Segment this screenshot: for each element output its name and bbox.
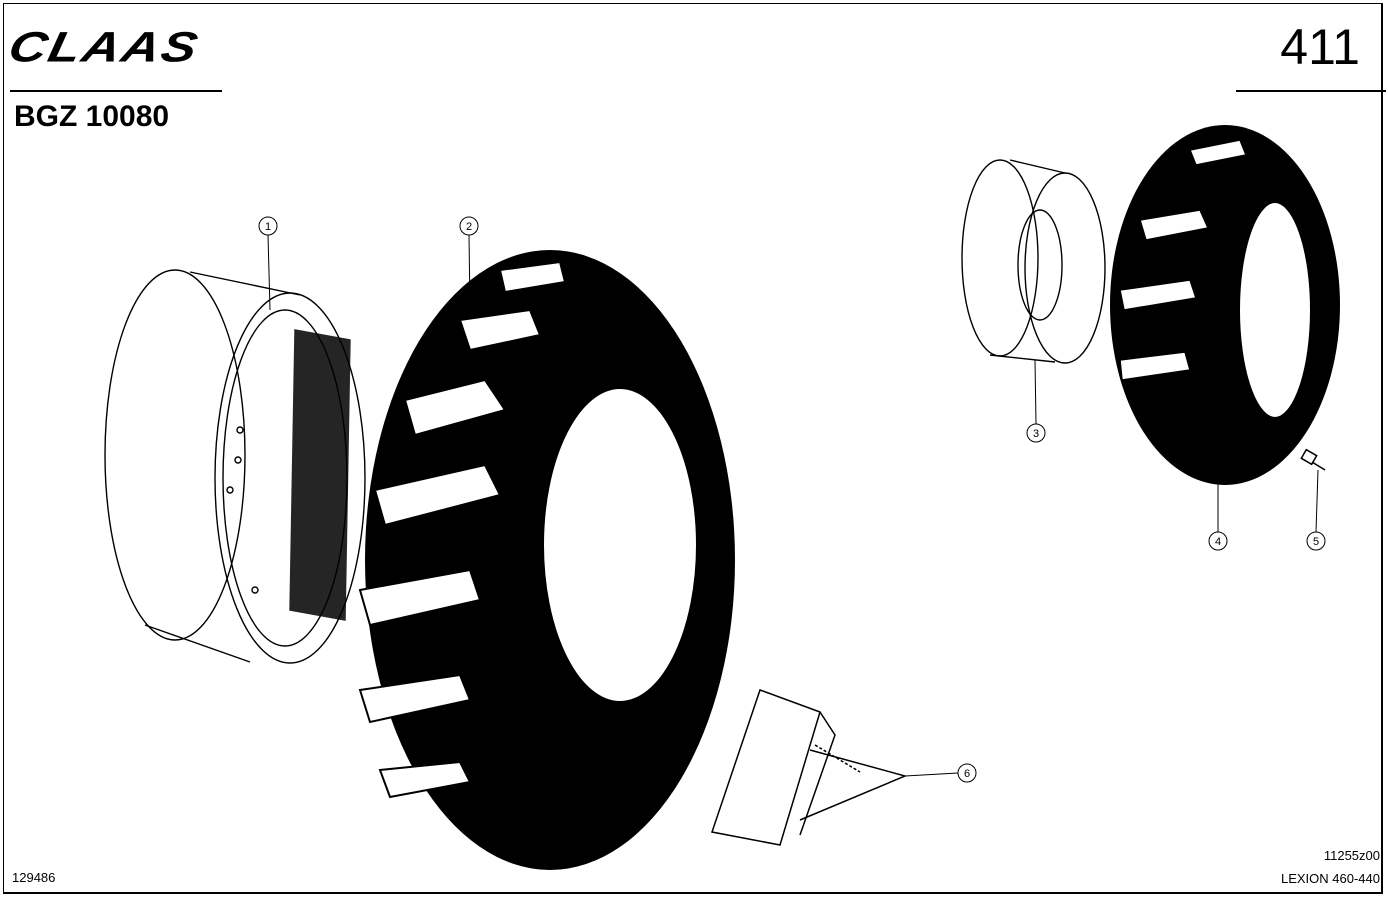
drawing-code: 11255z00 xyxy=(1323,848,1380,863)
drawing-frame xyxy=(3,3,1383,894)
tire-small xyxy=(1110,125,1340,485)
header-divider-right xyxy=(1236,90,1386,92)
wheel-chock xyxy=(711,689,908,846)
leader-lines xyxy=(267,234,1319,777)
rim-large xyxy=(104,269,366,664)
rim-small xyxy=(961,159,1106,364)
header-divider-left xyxy=(10,90,222,92)
callout-number: 3 xyxy=(1033,428,1039,440)
callout-number: 2 xyxy=(466,221,472,233)
callout-6[interactable]: 6 xyxy=(957,763,977,783)
callout-number: 4 xyxy=(1215,536,1221,548)
callout-number: 5 xyxy=(1313,536,1319,548)
callout-number: 1 xyxy=(265,221,271,233)
model-name: LEXION 460-440 xyxy=(1280,871,1380,886)
group-code: BGZ 10080 xyxy=(14,100,170,133)
callout-4[interactable]: 4 xyxy=(1208,531,1228,551)
callout-number: 6 xyxy=(964,768,970,780)
callout-3[interactable]: 3 xyxy=(1026,423,1046,443)
valve xyxy=(1300,448,1326,471)
callout-1[interactable]: 1 xyxy=(258,216,278,236)
document-code: 129486 xyxy=(12,870,56,885)
tire-large xyxy=(358,250,735,870)
callout-2[interactable]: 2 xyxy=(459,216,479,236)
callout-5[interactable]: 5 xyxy=(1306,531,1326,551)
page-number: 411 xyxy=(1280,19,1360,75)
